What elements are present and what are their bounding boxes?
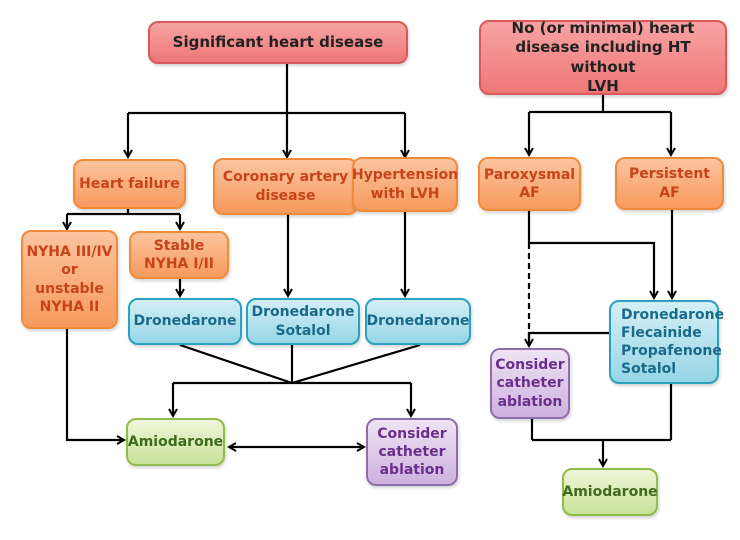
node-amiodarone-left: Amiodarone	[126, 418, 225, 466]
connector-merge-right	[291, 343, 421, 385]
arrow-nyha-severe-to-amiodarone	[65, 328, 124, 440]
node-nyha-stable: Stable NYHA I/II	[129, 231, 229, 279]
connector-merge-left	[179, 343, 293, 385]
node-dronedarone-htn: Dronedarone	[365, 298, 471, 345]
arrow-paroxysmal-to-drugs	[529, 241, 654, 298]
node-hypertension-lvh: Hypertension with LVH	[352, 157, 458, 212]
node-amiodarone-right: Amiodarone	[562, 468, 658, 516]
node-coronary-artery-disease: Coronary artery disease	[213, 158, 358, 215]
node-catheter-ablation-right: Consider catheter ablation	[490, 348, 570, 419]
node-significant-heart-disease: Significant heart disease	[148, 21, 408, 64]
node-no-minimal-heart-disease: No (or minimal) heart disease including …	[479, 19, 727, 95]
node-heart-failure: Heart failure	[73, 159, 186, 209]
node-drug-list-right: Dronedarone Flecainide Propafenone Sotal…	[609, 300, 724, 384]
node-dronedarone-hf: Dronedarone	[128, 298, 242, 345]
node-paroxysmal-af: Paroxysmal AF	[478, 157, 581, 211]
arrow-drugs-to-ablation	[527, 331, 609, 346]
node-persistent-af: Persistent AF	[615, 157, 724, 210]
node-dronedarone-sotalol: Dronedarone Sotalol	[246, 298, 360, 345]
node-catheter-ablation-left: Consider catheter ablation	[366, 418, 458, 486]
node-nyha-severe: NYHA III/IV or unstable NYHA II	[21, 230, 118, 329]
